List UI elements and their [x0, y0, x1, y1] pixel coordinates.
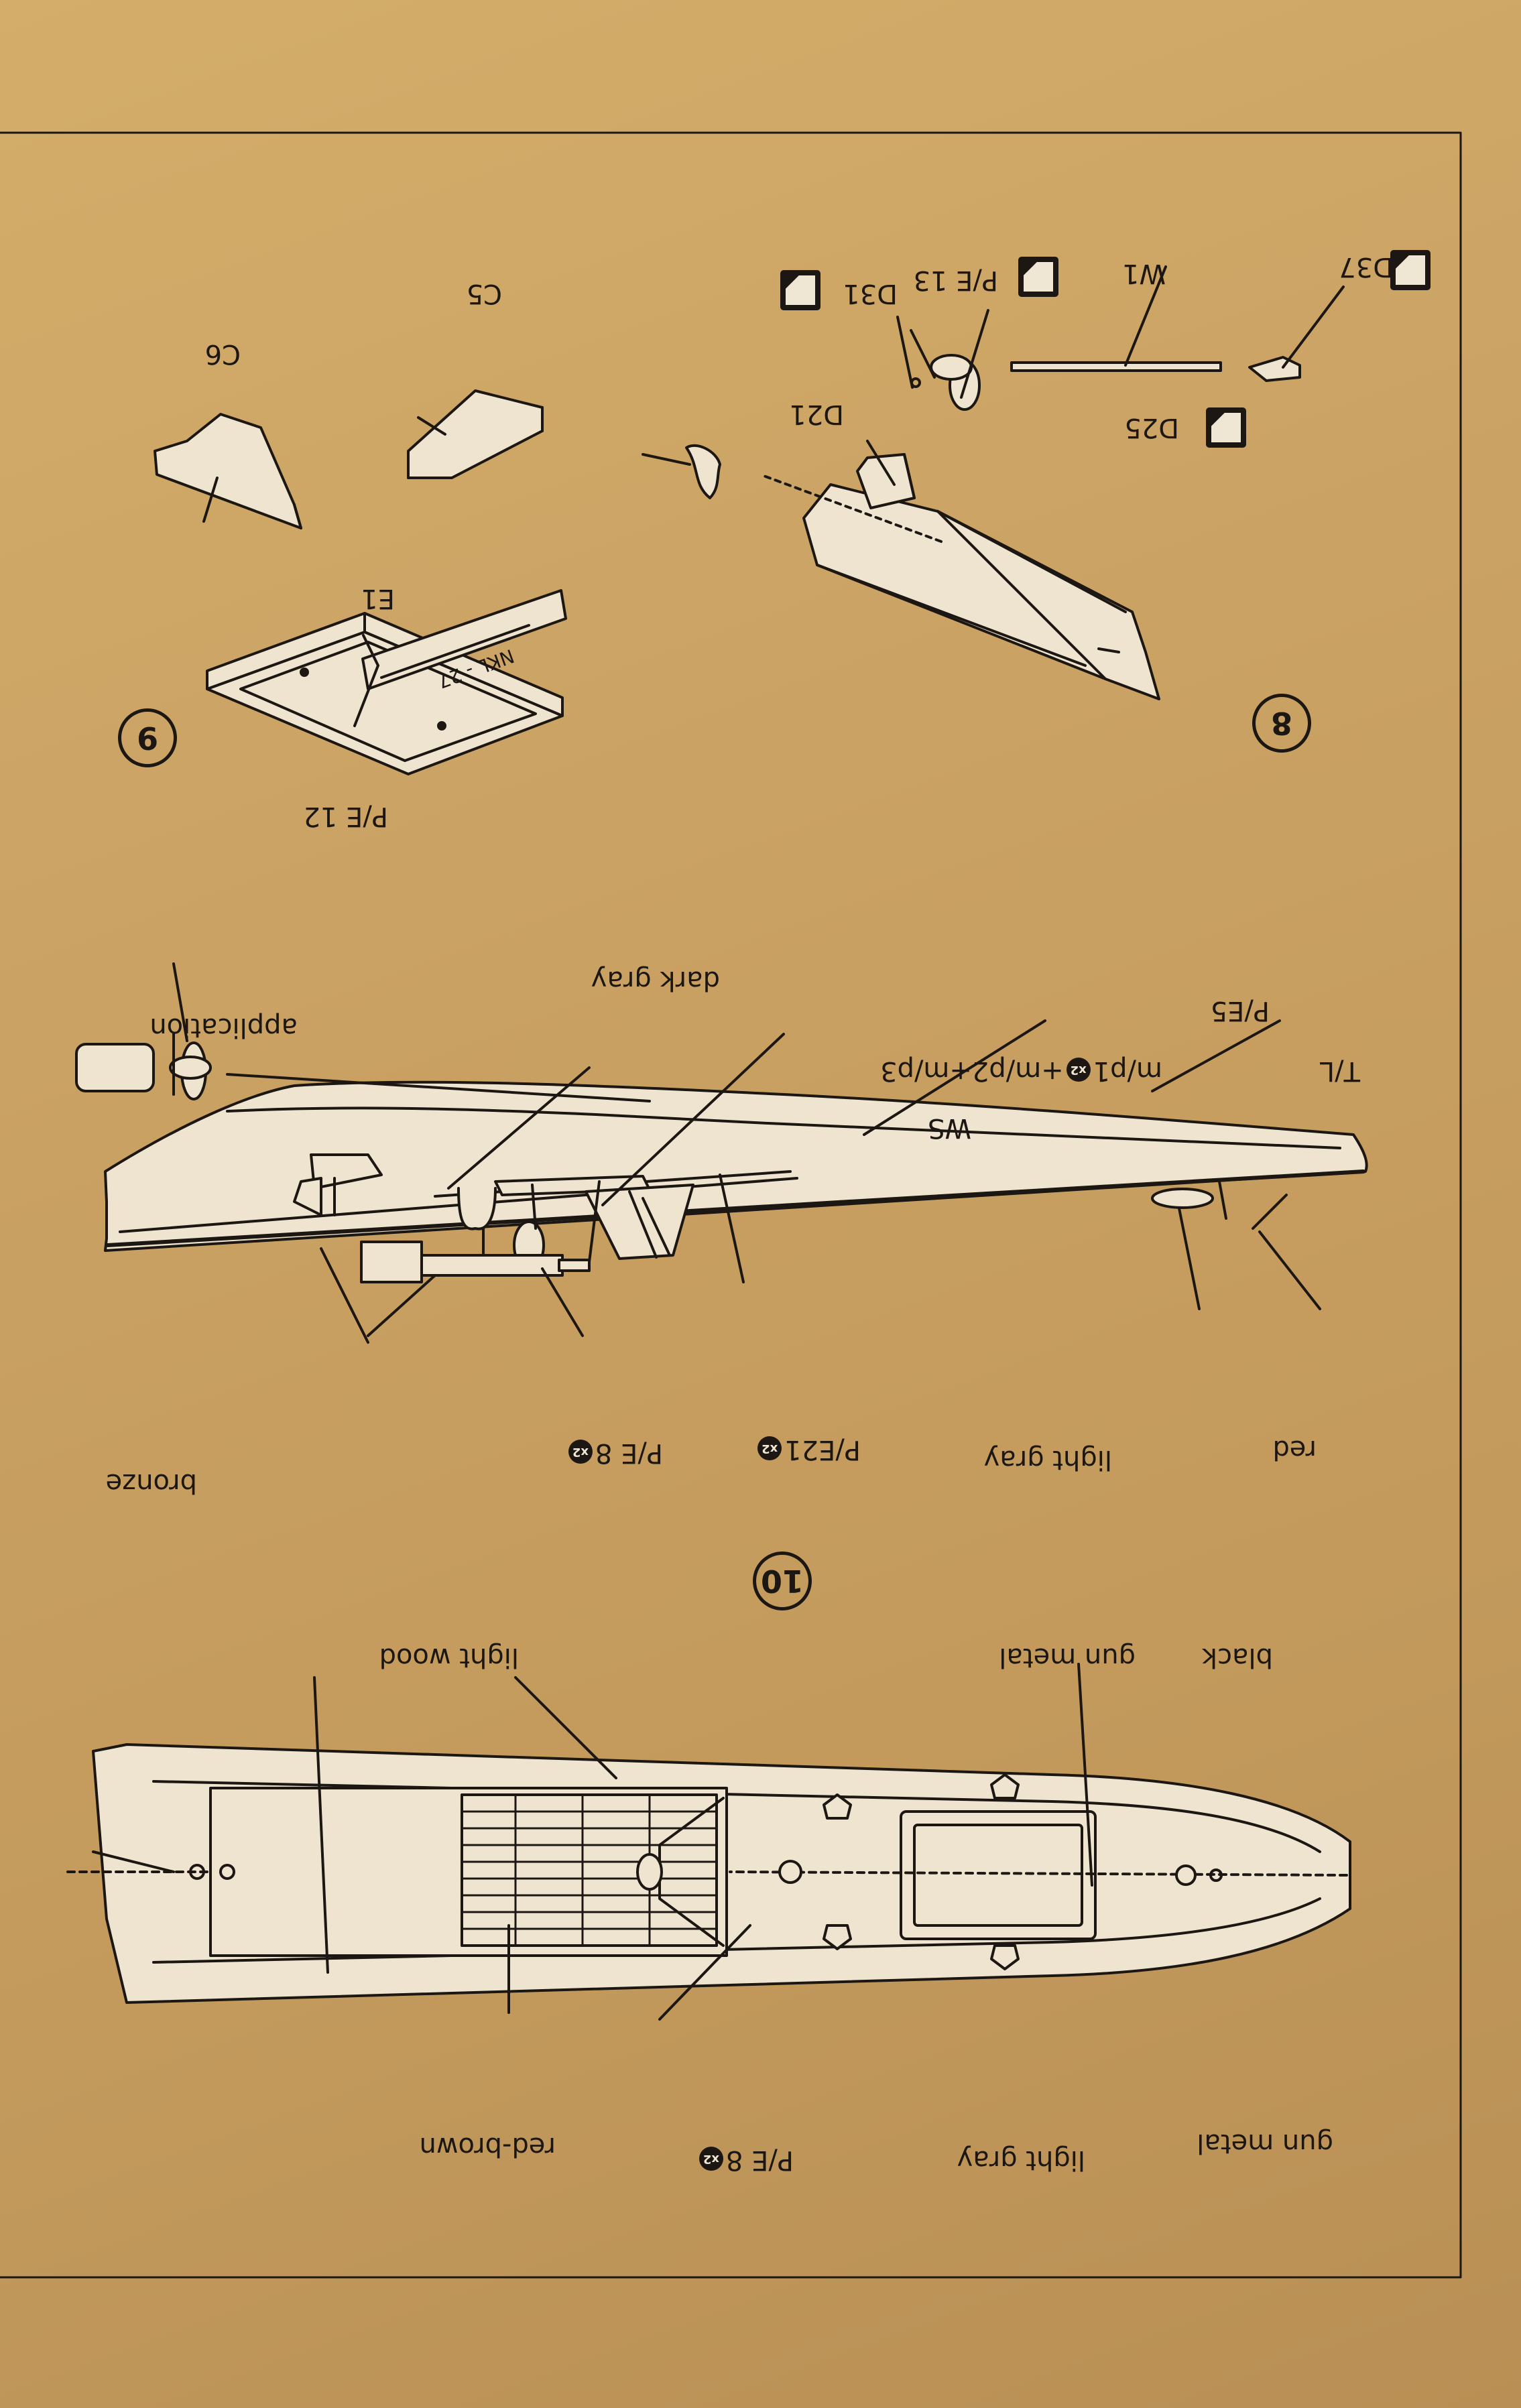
step-8-marker: 8 — [1252, 694, 1311, 753]
label-pe8-top-text: P/E 8 — [725, 2145, 794, 2175]
x2-icon: x2 — [1066, 1058, 1091, 1082]
label-pe8-text: P/E 8 — [595, 1438, 663, 1468]
label-d31: D31 — [843, 278, 898, 309]
label-mp-rest: +m/p2+m/p3 — [880, 1056, 1064, 1086]
page-frame — [0, 131, 1462, 2279]
label-d25: D25 — [1124, 412, 1179, 443]
label-d37: D37 — [1339, 251, 1394, 282]
label-pe21: P/E21x2 — [755, 1434, 861, 1465]
step-9-marker: 9 — [118, 708, 177, 767]
label-pe5: P/E5 — [1210, 995, 1270, 1026]
label-red: red — [1272, 1434, 1317, 1465]
label-c5: C5 — [466, 278, 502, 309]
x2-icon: x2 — [698, 2147, 723, 2171]
label-mp1: m/p1 — [1093, 1056, 1162, 1086]
label-pe8-side: P/E 8x2 — [566, 1438, 663, 1468]
label-light-gray-top: light gray — [957, 2145, 1085, 2175]
label-ws: WS — [928, 1113, 971, 1143]
step9-drawing — [154, 389, 567, 775]
label-mp: m/p1x2+m/p2+m/p3 — [880, 1056, 1162, 1086]
label-e1: E1 — [361, 583, 395, 614]
label-gun-metal-bottom: gun metal — [1197, 2128, 1333, 2159]
label-c6: C6 — [204, 338, 241, 369]
label-pe12: P/E 12 — [303, 801, 388, 832]
label-dark-gray: dark gray — [591, 965, 720, 996]
x2-icon: x2 — [568, 1440, 593, 1464]
label-pe21-text: P/E21 — [784, 1434, 861, 1465]
cement-icon — [1390, 250, 1431, 290]
label-light-wood: light wood — [379, 1642, 519, 1673]
label-application: application — [149, 1012, 298, 1043]
label-w1: W1 — [1122, 258, 1166, 289]
label-pe8-top: P/E 8x2 — [696, 2145, 794, 2175]
step-10-marker: 10 — [753, 1551, 812, 1610]
side-view-drawing — [75, 962, 1368, 1344]
label-pe13: P/E 13 — [913, 265, 998, 296]
cement-icon — [1206, 407, 1246, 448]
x2-icon: x2 — [757, 1436, 782, 1460]
label-tl: T/L — [1319, 1056, 1360, 1086]
label-d21: D21 — [789, 399, 844, 430]
label-red-brown: red-brown — [419, 2131, 556, 2162]
photo-etch-icon — [1018, 257, 1058, 297]
label-black: black — [1201, 1642, 1273, 1673]
step8-drawing — [642, 265, 1345, 700]
label-gun-metal-top: gun metal — [999, 1642, 1136, 1673]
top-view-drawing — [65, 1663, 1351, 2021]
label-light-gray-side: light gray — [983, 1444, 1112, 1475]
label-bronze: bronze — [105, 1468, 197, 1499]
cement-icon — [780, 270, 820, 310]
